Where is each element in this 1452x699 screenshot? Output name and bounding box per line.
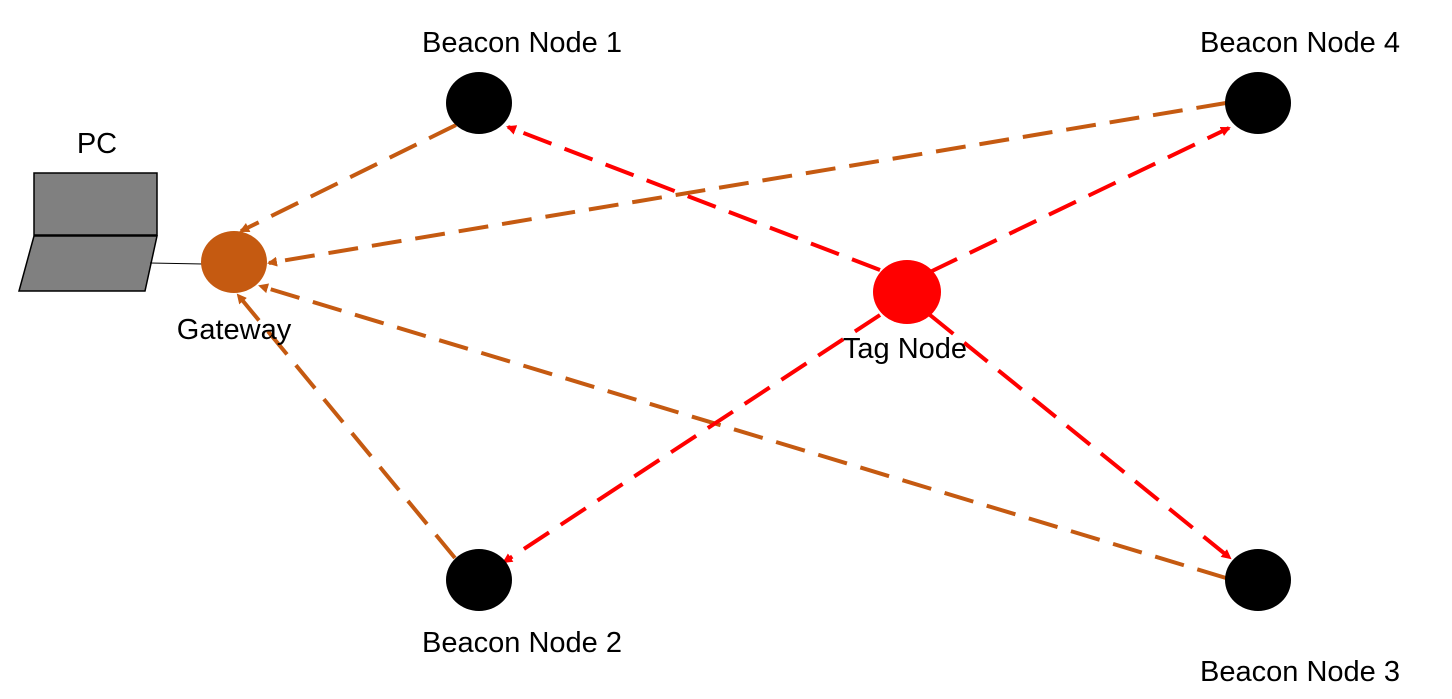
link-tag-to-beacon4 bbox=[929, 126, 1231, 274]
link-tag-to-beacon3 bbox=[928, 313, 1232, 560]
pc-gateway-cable bbox=[149, 262, 204, 265]
link-beacon3-to-gateway bbox=[258, 283, 1227, 580]
laptop-screen bbox=[33, 172, 158, 236]
beacon-node-3-label: Beacon Node 3 bbox=[1200, 656, 1400, 688]
beacon-node-1 bbox=[446, 72, 512, 134]
beacon-node-3 bbox=[1225, 549, 1291, 611]
link-beacon1-to-gateway bbox=[239, 123, 457, 233]
beacon-node-2-label: Beacon Node 2 bbox=[422, 627, 622, 659]
link-beacon2-to-gateway bbox=[236, 293, 457, 560]
beacon-node-4-label: Beacon Node 4 bbox=[1200, 27, 1400, 59]
tag-node bbox=[873, 260, 941, 324]
tag-node-label: Tag Node bbox=[843, 333, 967, 365]
link-tag-to-beacon2 bbox=[502, 313, 882, 564]
beacon-node-4 bbox=[1225, 72, 1291, 134]
beacon-node-2 bbox=[446, 549, 512, 611]
gateway-label: Gateway bbox=[177, 314, 292, 346]
beacon-node-1-label: Beacon Node 1 bbox=[422, 27, 622, 59]
pc-label: PC bbox=[77, 128, 117, 160]
pc-laptop-icon bbox=[18, 172, 158, 292]
laptop-keyboard bbox=[18, 235, 158, 292]
gateway-node bbox=[201, 231, 267, 293]
link-tag-to-beacon1 bbox=[506, 125, 881, 272]
link-beacon4-to-gateway bbox=[267, 101, 1227, 267]
